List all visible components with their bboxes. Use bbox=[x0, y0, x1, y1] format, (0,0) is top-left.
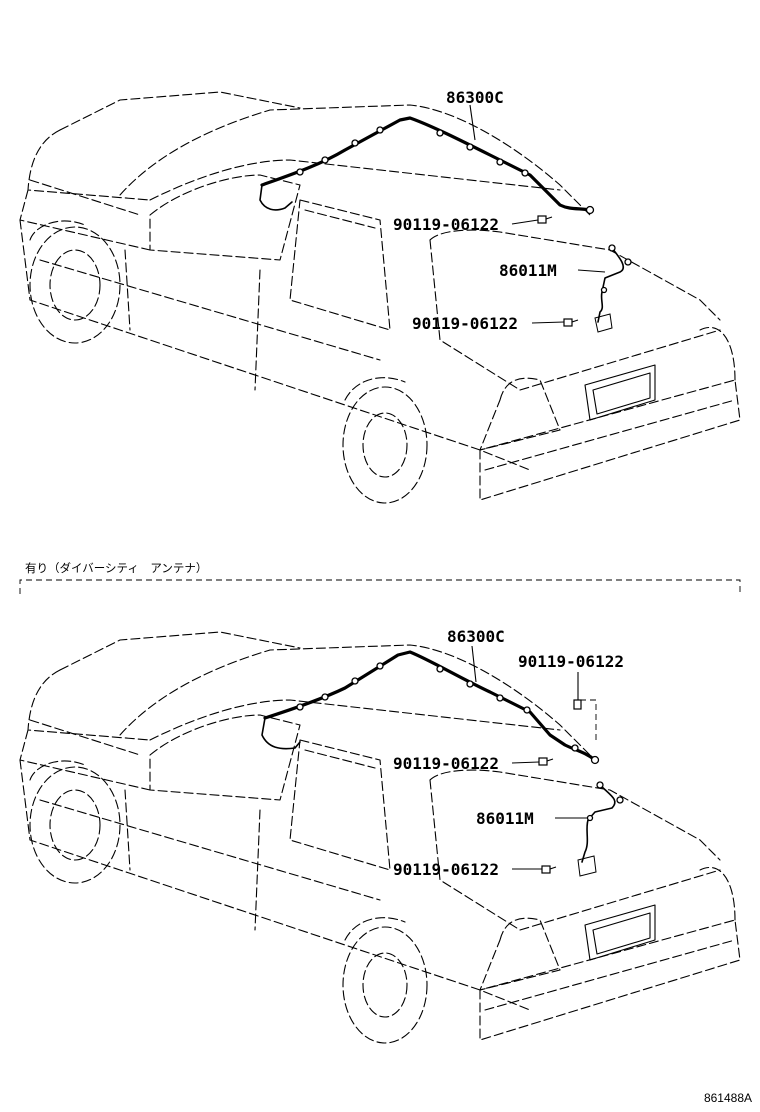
section-divider-label: 有り（ダイバーシティ アンテナ） bbox=[25, 561, 207, 575]
top-leader-bolt-lower bbox=[531, 321, 565, 324]
top-label-bolt-lower: 90119-06122 bbox=[412, 314, 518, 333]
top-diagram: 86300C 90119-06122 86011M 90119-06122 bbox=[19, 88, 741, 504]
top-label-bolt-upper: 90119-06122 bbox=[393, 215, 499, 234]
bottom-cord-86011m bbox=[581, 784, 616, 863]
top-car-outline bbox=[19, 91, 741, 504]
top-leader-bolt-upper bbox=[511, 219, 539, 225]
top-label-86011m: 86011M bbox=[499, 261, 557, 280]
bottom-antenna-amp bbox=[577, 855, 597, 877]
bottom-label-bolt-upper: 90119-06122 bbox=[393, 754, 499, 773]
bottom-diagram: 86300C 90119-06122 90119-06122 86011M 90… bbox=[19, 627, 741, 1044]
top-bolt-lower bbox=[563, 318, 579, 327]
top-leader-harness bbox=[469, 104, 476, 141]
bottom-harness-drop bbox=[261, 717, 301, 750]
bottom-leader-bolt-upper bbox=[511, 761, 540, 764]
bottom-bolt-lower bbox=[541, 865, 557, 874]
top-harness-clips bbox=[296, 126, 595, 215]
top-leader-cord bbox=[577, 269, 606, 273]
bottom-bolt-upper bbox=[538, 757, 554, 766]
bottom-leader-harness bbox=[471, 645, 477, 683]
section-divider-bracket bbox=[19, 579, 741, 594]
top-harness-drop bbox=[259, 184, 293, 211]
bottom-label-86300c: 86300C bbox=[447, 627, 505, 646]
bottom-label-86011m: 86011M bbox=[476, 809, 534, 828]
top-cord-86011m bbox=[597, 247, 625, 323]
top-antenna-amp bbox=[594, 313, 613, 333]
top-bolt-upper bbox=[537, 215, 553, 224]
section-divider: 有り（ダイバーシティ アンテナ） bbox=[19, 561, 741, 594]
top-label-86300c: 86300C bbox=[446, 88, 504, 107]
bottom-label-bolt-top: 90119-06122 bbox=[518, 652, 624, 671]
bottom-bolt-top bbox=[573, 699, 582, 710]
bottom-car-outline bbox=[19, 631, 741, 1044]
diagram-code: 861488A bbox=[704, 1091, 752, 1105]
top-harness-86300c bbox=[260, 116, 592, 212]
bottom-label-bolt-lower: 90119-06122 bbox=[393, 860, 499, 879]
bottom-harness-clips bbox=[296, 662, 600, 765]
bottom-bolt-top-guide bbox=[580, 699, 597, 742]
